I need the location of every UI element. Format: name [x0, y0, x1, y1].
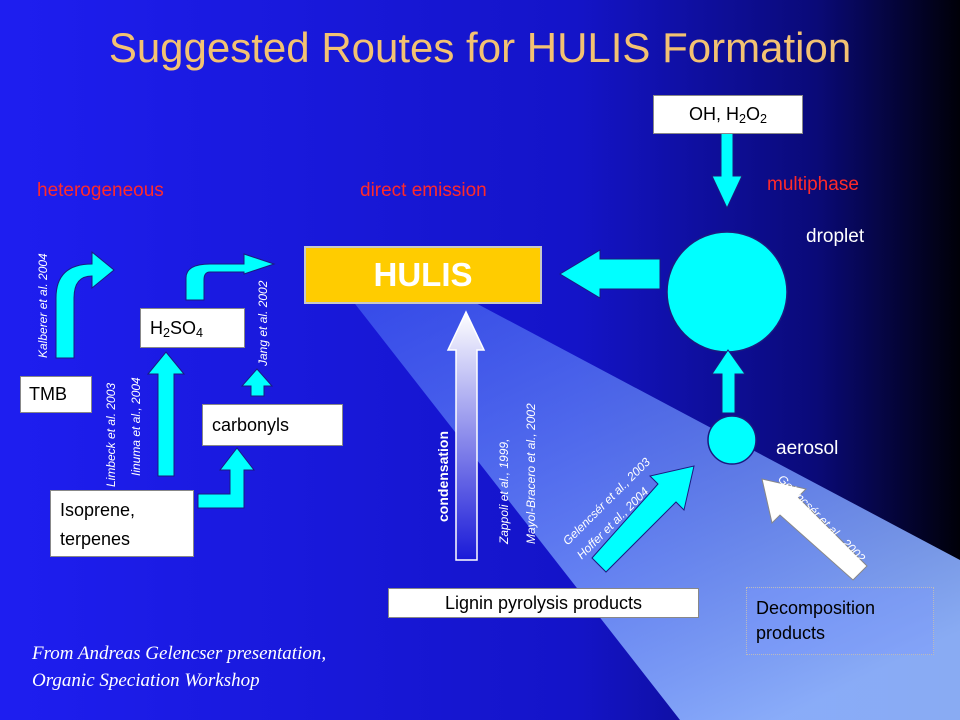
- aerosol-up-arrow: [711, 349, 746, 414]
- hulis-box: HULIS: [304, 246, 542, 304]
- isoprene-box: Isoprene, terpenes: [50, 490, 194, 557]
- slide-title: Suggested Routes for HULIS Formation: [108, 24, 852, 71]
- isoprene-to-carbonyls-arrow: [197, 447, 256, 509]
- ref-limbeck: Limbeck et al. 2003: [104, 382, 118, 487]
- h2so4-box: H2SO4: [140, 308, 245, 348]
- oxidant-down-arrow: [711, 131, 743, 210]
- oxidants-text: OH, H: [688, 104, 739, 124]
- ref-mayol: Mayol-Bracero et al., 2002: [524, 403, 538, 544]
- droplet-label: droplet: [806, 226, 865, 247]
- label-heterogeneous: heterogeneous: [37, 180, 164, 201]
- ref-jang: Jang et al. 2002: [256, 280, 270, 366]
- carbonyls-box: carbonyls: [202, 404, 343, 446]
- aerosol-label: aerosol: [776, 438, 839, 459]
- label-multiphase: multiphase: [767, 174, 859, 195]
- ref-kalberer: Kalberer et al. 2004: [36, 253, 50, 358]
- droplet-to-hulis-arrow: [559, 249, 661, 299]
- oxidants-box: OH, H2O2: [653, 95, 803, 134]
- decomposition-diagonal-arrow: [761, 478, 868, 581]
- aerosol-circle: [707, 415, 757, 465]
- tmb-bent-arrow: [55, 250, 115, 359]
- lignin-diagonal-arrow: [591, 465, 695, 573]
- tmb-box: TMB: [20, 376, 92, 413]
- carbonyls-up-arrow: [240, 368, 274, 397]
- condensation-label: condensation: [435, 430, 451, 522]
- ref-iinuma: Iinuma et al., 2004: [129, 377, 143, 476]
- decomposition-box: Decomposition products: [746, 587, 934, 655]
- isoprene-up-arrow: [146, 351, 186, 477]
- condensation-arrow: [446, 310, 486, 561]
- droplet-circle: [666, 231, 788, 353]
- label-direct-emission: direct emission: [360, 180, 487, 201]
- credit-text: From Andreas Gelencser presentation, Org…: [32, 643, 327, 691]
- lignin-box: Lignin pyrolysis products: [388, 588, 699, 618]
- h2so4-bent-arrow: [185, 253, 276, 301]
- ref-zappoli: Zappoli et al., 1999,: [497, 438, 511, 544]
